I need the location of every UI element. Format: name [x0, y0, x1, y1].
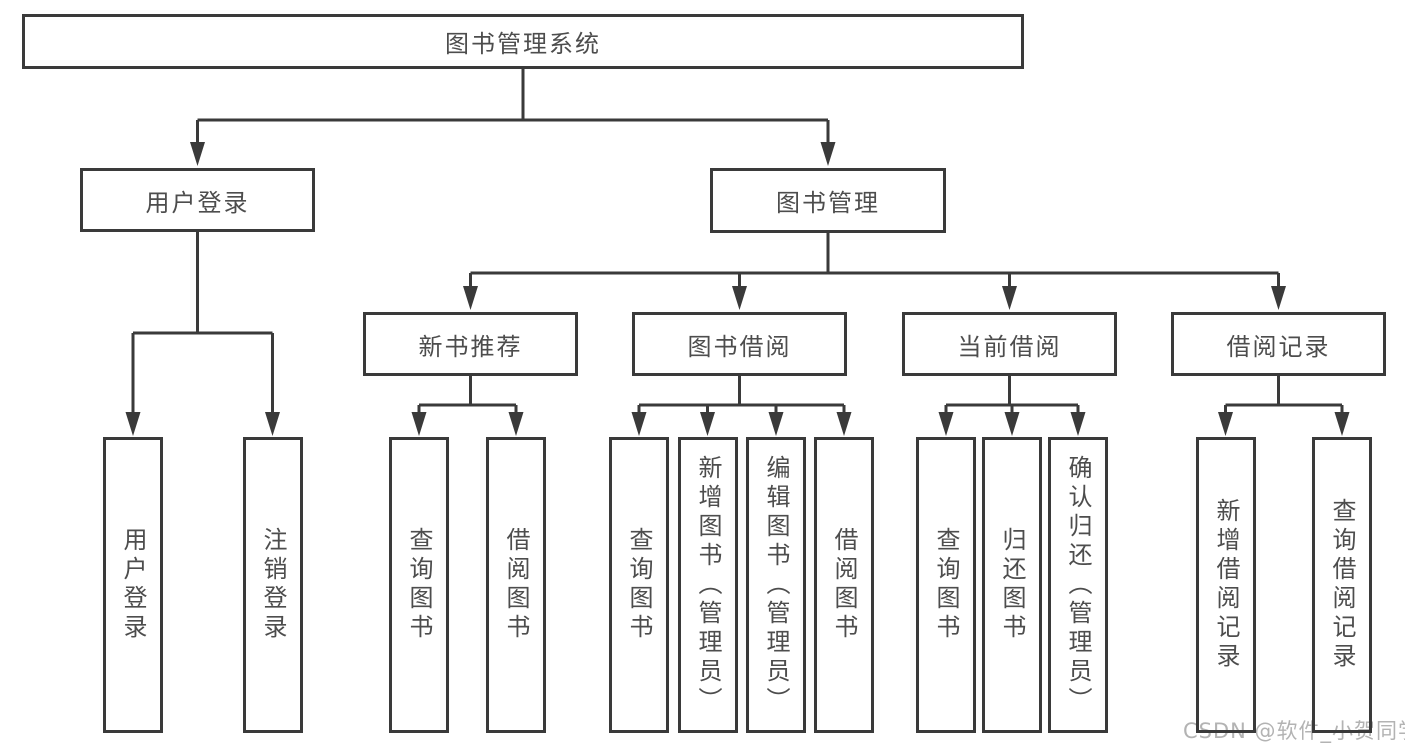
arrowhead-leaf-query-borrow-record	[1334, 412, 1350, 436]
arrowhead-leaf-borrow-books-2	[836, 412, 852, 436]
connector-book-borrowing-drop	[637, 376, 846, 414]
leaf-logout: 注销登录	[243, 437, 303, 733]
arrowhead-current-borrowing	[1002, 286, 1017, 310]
arrowhead-leaf-logout	[265, 412, 280, 436]
leaf-add-borrow-record: 新增借阅记录	[1196, 437, 1256, 733]
arrowhead-user-login	[190, 142, 205, 166]
connector-book-management-drop	[469, 233, 1280, 288]
arrowhead-leaf-query-books-1	[411, 412, 427, 436]
connector-new-book-recommendation-drop	[417, 376, 518, 414]
arrowhead-leaf-edit-book	[768, 412, 784, 436]
arrowhead-borrowing-records	[1271, 286, 1286, 310]
leaf-borrow-books-2: 借阅图书	[814, 437, 874, 733]
leaf-query-books-3: 查询图书	[916, 437, 976, 733]
node-book-management: 图书管理	[710, 168, 946, 233]
connector-rail-level2	[196, 118, 830, 144]
connector-user-login-drop	[131, 232, 274, 414]
arrowhead-book-borrowing	[732, 286, 747, 310]
arrowhead-leaf-user-login	[125, 412, 141, 436]
arrowhead-leaf-borrow-books-1	[508, 412, 524, 436]
leaf-query-books-2: 查询图书	[609, 437, 669, 733]
leaf-user-login: 用户登录	[103, 437, 163, 733]
node-book-management-system: 图书管理系统	[22, 14, 1024, 69]
arrowhead-leaf-add-borrow-record	[1218, 412, 1233, 436]
arrowhead-leaf-add-book	[700, 412, 715, 436]
arrowhead-leaf-confirm-return	[1070, 412, 1086, 436]
arrowhead-leaf-query-books-2	[631, 412, 647, 436]
node-current-borrowing: 当前借阅	[902, 312, 1117, 376]
connector-current-borrowing-drop	[944, 376, 1080, 414]
node-book-borrowing: 图书借阅	[632, 312, 847, 376]
leaf-add-book-admin: 新增图书（管理员）	[678, 437, 738, 733]
node-new-book-recommendation: 新书推荐	[363, 312, 578, 376]
leaf-query-borrow-record: 查询借阅记录	[1312, 437, 1372, 733]
arrowhead-leaf-return-book	[1004, 412, 1020, 436]
leaf-edit-book-admin: 编辑图书（管理员）	[746, 437, 806, 733]
connector-borrowing-records-drop	[1224, 376, 1344, 414]
leaf-borrow-books-1: 借阅图书	[486, 437, 546, 733]
leaf-return-book: 归还图书	[982, 437, 1042, 733]
node-user-login: 用户登录	[80, 168, 315, 232]
arrowhead-leaf-query-books-3	[938, 412, 954, 436]
arrowhead-new-book-recommendation	[463, 286, 478, 310]
arrowhead-book-management	[820, 142, 836, 166]
leaf-confirm-return-admin: 确认归还（管理员）	[1048, 437, 1108, 733]
leaf-query-books-1: 查询图书	[389, 437, 449, 733]
node-borrowing-records: 借阅记录	[1171, 312, 1386, 376]
